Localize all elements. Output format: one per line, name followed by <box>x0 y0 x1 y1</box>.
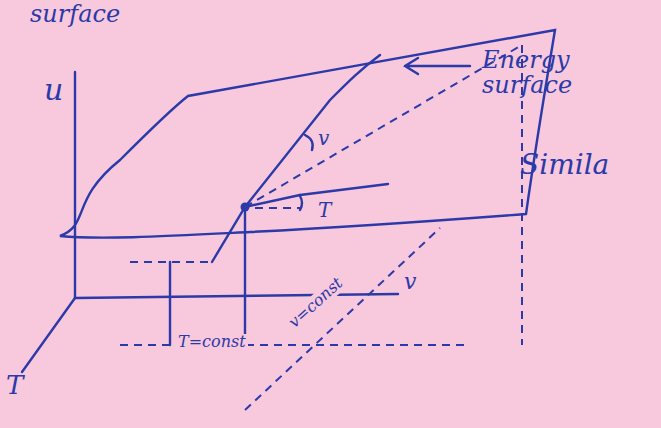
energy-surface <box>60 30 555 238</box>
angle-arc <box>305 135 313 150</box>
axis-label: T <box>6 372 23 399</box>
projection-line <box>244 207 246 345</box>
u-axis <box>74 72 76 298</box>
condition-label: T=const <box>176 334 248 351</box>
axis-label: u <box>44 74 63 106</box>
t-tangent-line <box>245 195 300 207</box>
t-tangent-line <box>300 184 388 195</box>
dashed-line <box>245 228 440 410</box>
v-axis <box>75 294 398 298</box>
dashed-line <box>120 344 470 346</box>
axis-label: v <box>404 270 416 293</box>
dashed-line <box>255 207 300 209</box>
dashed-line <box>245 45 522 207</box>
pointer-arrow <box>405 58 470 74</box>
heading-fragment: surface <box>30 2 120 27</box>
side-note: Simila <box>520 150 609 179</box>
surface-label: Energy surface <box>482 48 592 98</box>
angle-arc <box>300 196 302 210</box>
dashed-line <box>130 261 210 263</box>
t-axis <box>22 298 75 372</box>
projection-line <box>169 262 171 345</box>
state-point <box>241 203 250 212</box>
angle-label: v <box>318 128 329 149</box>
angle-label: T <box>318 200 331 221</box>
v-tangent-curve <box>212 55 380 262</box>
